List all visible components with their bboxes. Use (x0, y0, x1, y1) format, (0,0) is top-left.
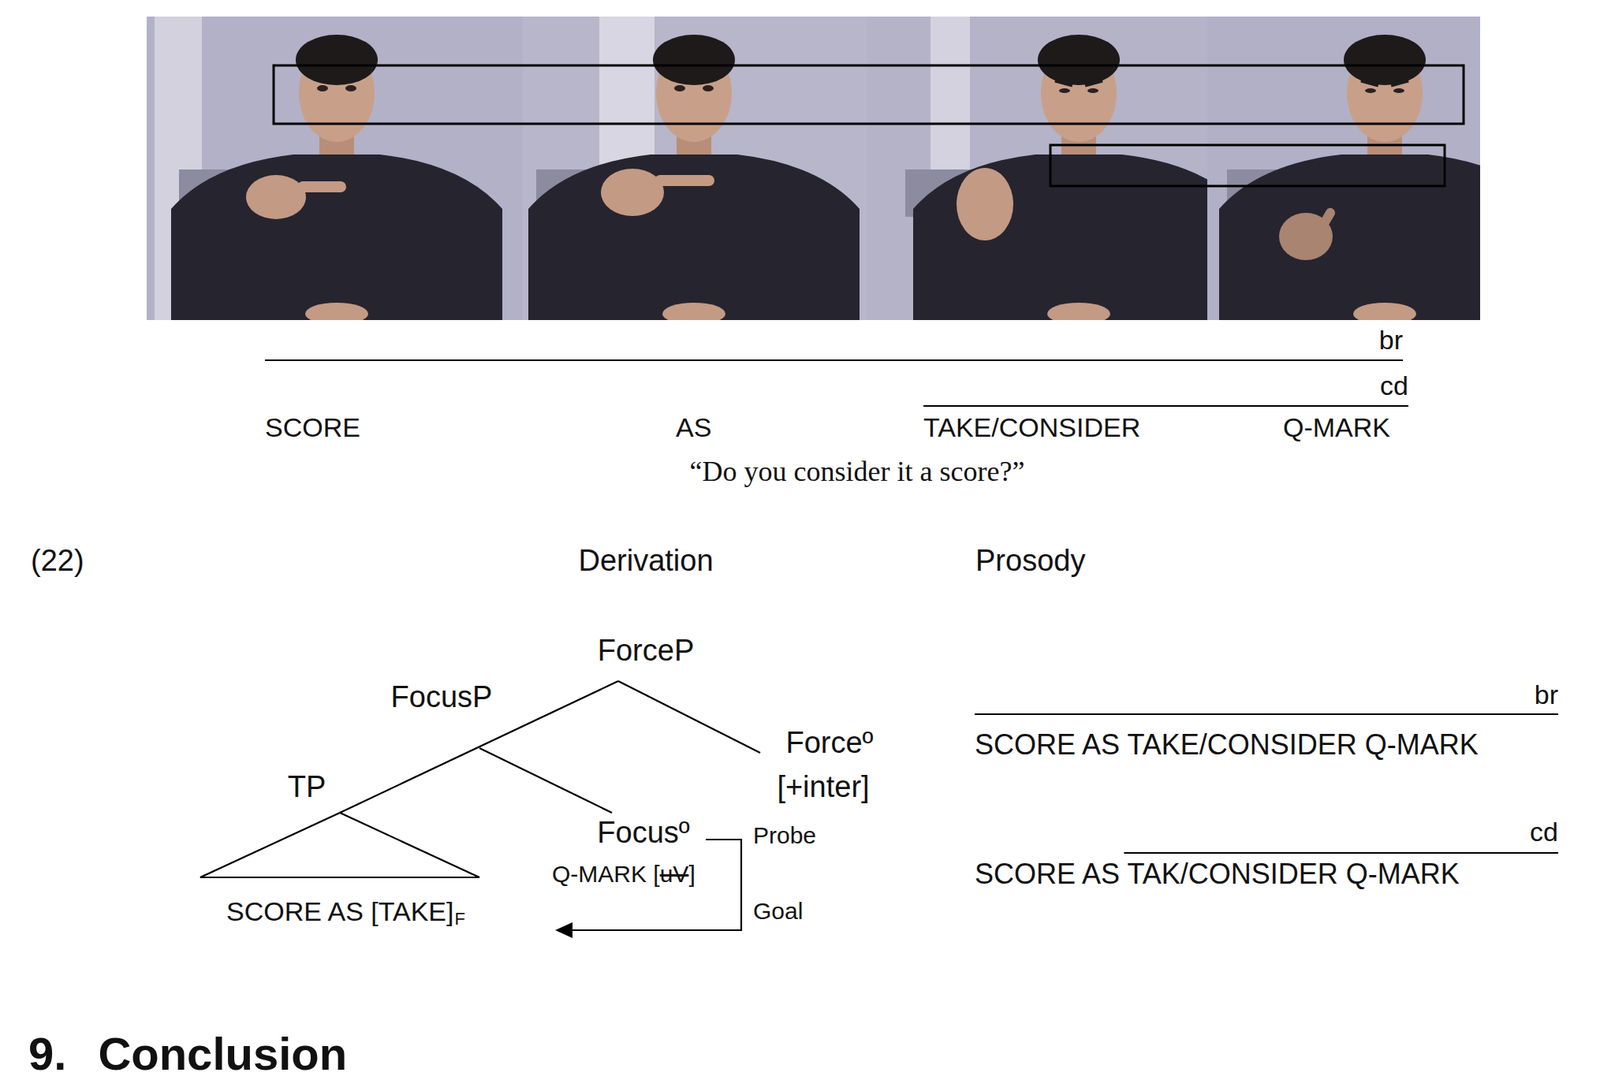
section-number: 9. (28, 1028, 67, 1082)
nonmanual-marker: cd (1529, 816, 1559, 848)
prosody-gloss: SCORE AS TAKE/CONSIDER Q-MARK (974, 728, 1479, 761)
nonmanual-marker: br (1534, 679, 1559, 711)
sign-gloss: TAKE/CONSIDER (923, 412, 1141, 444)
scope-line (974, 713, 1559, 716)
example-number: (22) (30, 544, 85, 579)
prosody-gloss: SCORE AS TAK/CONSIDER Q-MARK (974, 857, 1460, 891)
feature-label: Q-MARK [ (551, 861, 661, 889)
tree-branch (339, 681, 619, 814)
sign-gloss: AS (675, 412, 712, 444)
tree-node-label: FocusP (391, 680, 493, 716)
feature-label: [+inter] (776, 770, 869, 806)
tree-triangle (200, 813, 480, 878)
tree-node-label: TP (287, 770, 327, 806)
section-heading: Conclusion (97, 1028, 347, 1082)
annotation: Probe (753, 822, 817, 851)
scope-line (1123, 852, 1559, 855)
annotation: Goal (753, 898, 803, 926)
sign-gloss: SCORE (264, 412, 361, 444)
terminal-string: SCORE AS [TAKE] (226, 896, 454, 928)
translation: “Do you consider it a score?” (689, 455, 1026, 489)
tree-node-label: Forceº (785, 726, 873, 761)
column-heading: Derivation (578, 544, 713, 579)
tree-node-label: ForceP (597, 634, 694, 669)
scope-line (923, 405, 1409, 407)
checked-feature: uV (660, 861, 690, 889)
scope-line (264, 359, 1403, 362)
feature-label: ] (688, 861, 695, 889)
focus-subscript: F (454, 909, 465, 929)
arrowhead (555, 922, 573, 939)
nonmanual-marker: br (1379, 324, 1403, 356)
tree-branch (618, 681, 761, 754)
tree-node-label: Focusº (596, 816, 690, 851)
nonmanual-marker: cd (1379, 370, 1409, 402)
column-heading: Prosody (975, 544, 1086, 579)
sign-gloss: Q-MARK (1282, 412, 1391, 444)
tree-branch (479, 748, 612, 814)
